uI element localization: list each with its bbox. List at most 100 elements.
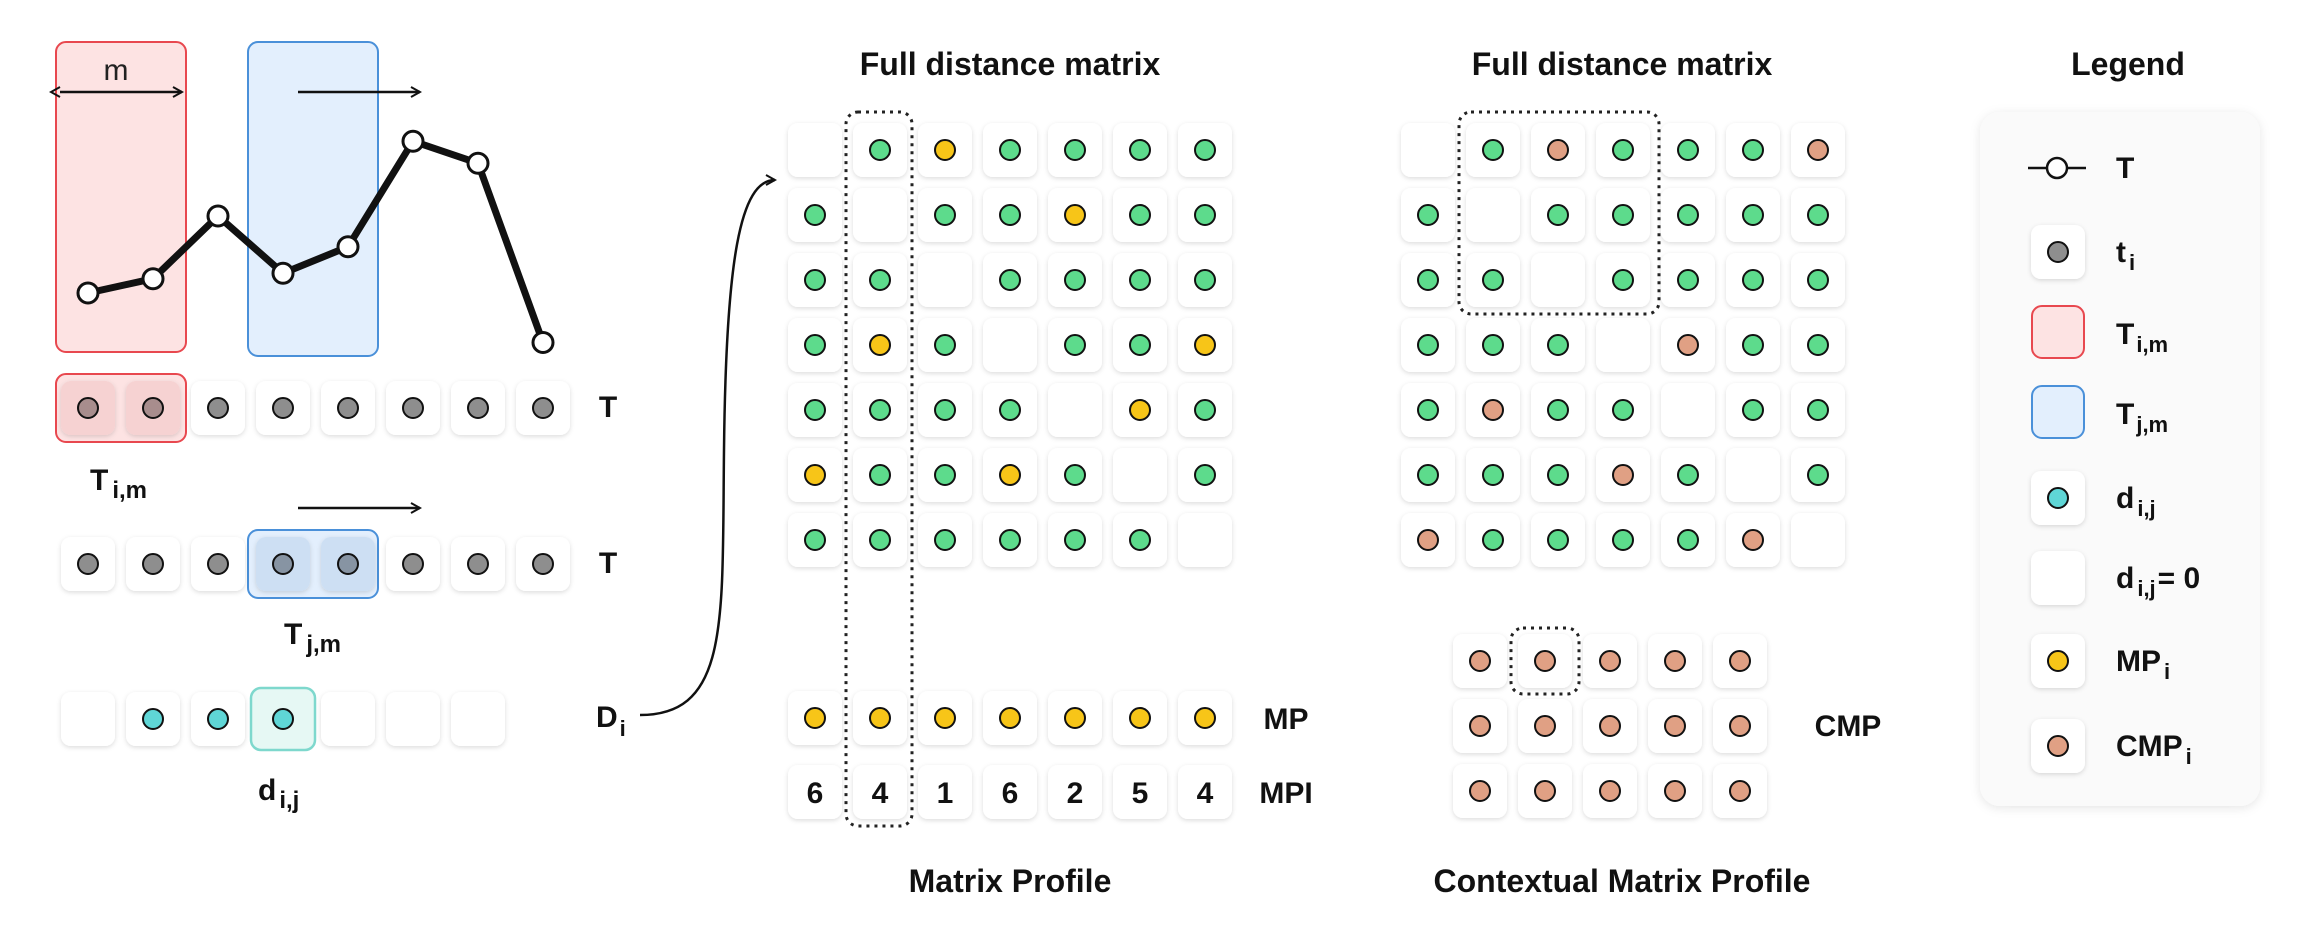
matrix-cell (1178, 123, 1232, 177)
mpi-cell-box (983, 765, 1037, 819)
series-cell-dot (402, 397, 424, 419)
mpi-cell: 4 (853, 765, 907, 819)
matrix-cell (918, 188, 972, 242)
matrix2-cell-dot (1612, 399, 1634, 421)
distance-cell (256, 692, 310, 746)
matrix2-cell-dot (1547, 399, 1569, 421)
matrix2-cell-dot (1742, 139, 1764, 161)
matrix-cell (853, 383, 907, 437)
matrix2-cell-dot (1417, 334, 1439, 356)
series-point (141, 267, 165, 291)
mpi-value: 6 (807, 777, 824, 810)
series-point (466, 151, 490, 175)
cmp-cell-dot (1729, 715, 1751, 737)
series-cell-dot (532, 397, 554, 419)
matrix2-cell (1791, 318, 1845, 372)
matrix2-cell (1596, 253, 1650, 307)
matrix-cell (788, 123, 842, 177)
cmp-cell (1453, 634, 1507, 688)
cmp-cell-dot (1469, 715, 1491, 737)
distance-cell (191, 692, 245, 746)
matrix-cell (983, 123, 1037, 177)
matrix-cell (853, 513, 907, 567)
mpi-cell: 2 (1048, 765, 1102, 819)
legend-series-label: T (2116, 152, 2134, 185)
mpi-cell: 1 (918, 765, 972, 819)
mpi-cell-box (853, 765, 907, 819)
mpi-cell-box (1048, 765, 1102, 819)
series-cell (321, 537, 375, 591)
distance-cell (61, 692, 115, 746)
matrix2-cell (1791, 188, 1845, 242)
matrix-cell (853, 253, 907, 307)
distance-cell-dot (207, 708, 229, 730)
matrix2-cell-box (1401, 123, 1455, 177)
matrix2-cell (1661, 383, 1715, 437)
matrix2-cell-dot (1677, 529, 1699, 551)
matrix2-cell-dot (1677, 334, 1699, 356)
series-cell (451, 537, 505, 591)
matrix2-cell-dot (1807, 269, 1829, 291)
cmp-label: CMP (1815, 710, 1882, 743)
matrix-cell (918, 318, 972, 372)
series-point (76, 281, 100, 305)
matrix2-cell-dot (1677, 139, 1699, 161)
legend-box (1980, 112, 2260, 806)
matrix2-cell (1531, 123, 1585, 177)
matrix2-cell (1466, 253, 1520, 307)
matrix-cell-dot (1129, 529, 1151, 551)
matrix-cell-dot (934, 334, 956, 356)
matrix-cell (983, 253, 1037, 307)
legend-mp-main: MP (2116, 645, 2161, 678)
matrix2-cell (1401, 383, 1455, 437)
matrix-cell-dot (1129, 399, 1151, 421)
matrix-cell-dot (934, 529, 956, 551)
series-cell-dot (337, 553, 359, 575)
matrix-cell (1113, 253, 1167, 307)
matrix-cell (918, 253, 972, 307)
matrix2-cell (1466, 513, 1520, 567)
matrix-profile-row (788, 691, 1232, 745)
series-cell-dot (272, 553, 294, 575)
distance-profile-main: D (596, 701, 618, 734)
matrix-cell-dot (1194, 139, 1216, 161)
mp-cell (918, 691, 972, 745)
matrix-cell (1113, 383, 1167, 437)
legend-cmp-index: i (2186, 744, 2192, 769)
curved-arrow (639, 180, 775, 717)
cmp-cell-dot (1534, 650, 1556, 672)
series-point (401, 129, 425, 153)
matrix2-cell (1466, 123, 1520, 177)
matrix2-cell (1596, 123, 1650, 177)
series-cell (451, 381, 505, 435)
cmp-cell-dot (1664, 715, 1686, 737)
series-cell (386, 537, 440, 591)
matrix-cell (1178, 448, 1232, 502)
matrix2-cell (1791, 513, 1845, 567)
legend-window-i-label: Ti,m (2116, 318, 2168, 357)
series-cell (516, 537, 570, 591)
matrix-cell-dot (999, 204, 1021, 226)
matrix2-cell-dot (1547, 529, 1569, 551)
matrix2-cell-dot (1807, 204, 1829, 226)
legend-title: Legend (2071, 46, 2185, 82)
full-distance-matrix-2 (1401, 123, 1845, 567)
subsequence-j-index: j,m (305, 631, 341, 658)
matrix-cell (788, 188, 842, 242)
matrix2-cell (1661, 513, 1715, 567)
mpi-cell-box (918, 765, 972, 819)
matrix-cell-dot (804, 334, 826, 356)
legend-window-i-main: T (2116, 318, 2134, 351)
matrix-cell-dot (804, 204, 826, 226)
legend-point-main: t (2116, 236, 2126, 269)
matrix-cell-dot (934, 204, 956, 226)
matrix2-cell-box (1531, 253, 1585, 307)
matrix-cell (1048, 448, 1102, 502)
matrix2-cell-box (1596, 318, 1650, 372)
matrix-profile-title: Matrix Profile (909, 863, 1112, 899)
full-matrix-title-1: Full distance matrix (860, 46, 1161, 82)
legend-point-swatch (2031, 225, 2085, 279)
legend-window-i-index: i,m (2136, 332, 2168, 357)
